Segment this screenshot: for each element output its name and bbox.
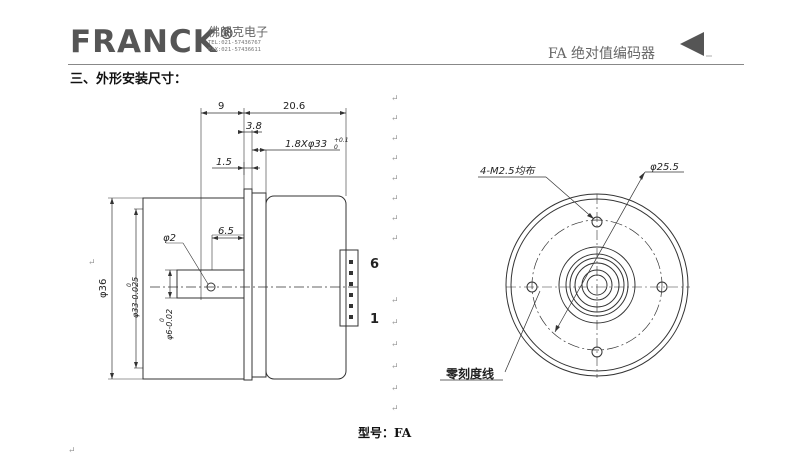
side-step xyxy=(251,192,267,378)
registered-mark: ® xyxy=(218,24,236,43)
paragraph-mark: ↵ xyxy=(68,446,76,456)
company-fax: FAX:021-57436611 xyxy=(208,47,261,53)
zero-line-leader xyxy=(504,290,541,373)
dim-1-8x33: 1.8Xφ33 xyxy=(285,139,327,150)
dim-6-5: 6.5 xyxy=(218,226,234,237)
paragraph-mark: ↵ xyxy=(88,258,96,268)
side-flange xyxy=(243,188,253,381)
holes-label: 4-M2.5均布 xyxy=(480,165,537,177)
paragraph-mark: ↵ xyxy=(391,234,399,244)
side-arrowheads xyxy=(110,111,346,379)
paragraph-mark: ↵ xyxy=(391,174,399,184)
dim-1-5: 1.5 xyxy=(216,157,232,168)
paragraph-mark: ↵ xyxy=(391,362,399,372)
paragraph-mark: ↵ xyxy=(391,94,399,104)
paragraph-mark: ↵ xyxy=(391,154,399,164)
section-heading: 三、外形安装尺寸： xyxy=(70,72,188,87)
zero-line-label: 零刻度线 xyxy=(445,366,494,381)
phi25-5-label: φ25.5 xyxy=(650,162,679,173)
logo-text: FRANCK xyxy=(70,24,218,60)
dim-9: 9 xyxy=(218,101,224,112)
paragraph-mark: ↵ xyxy=(391,194,399,204)
phi25-5-leader xyxy=(554,171,646,333)
pin-label-6: 6 xyxy=(370,257,379,272)
paragraph-mark: ↵ xyxy=(391,404,399,414)
connector-pins xyxy=(349,260,353,319)
paragraph-mark: ↵ xyxy=(391,296,399,306)
front-view xyxy=(440,171,690,381)
dim-1-8x33-lower-tol: 0 xyxy=(334,144,338,151)
dim-phi36: φ36 xyxy=(98,279,109,298)
paragraph-mark: ↵ xyxy=(391,384,399,394)
paragraph-mark: ↵ xyxy=(391,114,399,124)
paragraph-mark: ↵ xyxy=(391,318,399,328)
company-contact: TEL:021-57436767 FAX:021-57436611 xyxy=(208,40,261,54)
pin-label-1: 1 xyxy=(370,312,379,327)
front-arrowheads xyxy=(555,172,645,332)
paragraph-mark: ↵ xyxy=(391,214,399,224)
side-view xyxy=(108,108,360,381)
company-name: 佛朗克电子 xyxy=(208,25,269,39)
dim-3-8: 3.8 xyxy=(246,121,262,132)
model-label: 型号：FA xyxy=(358,426,412,440)
side-rear-cover xyxy=(265,195,347,380)
dim-phi33-tol: 0 xyxy=(126,283,133,287)
dim-phi6-tol: 0 xyxy=(159,318,166,322)
paragraph-mark: ↵ xyxy=(391,340,399,350)
side-connector xyxy=(339,249,359,327)
side-shaft xyxy=(176,269,245,299)
dim-phi33: φ33-0.025 xyxy=(131,277,140,318)
company-tel: TEL:021-57436767 xyxy=(208,40,261,46)
dim-phi6: φ6-0.02 xyxy=(165,309,174,340)
franck-logo: FRANCK® xyxy=(70,24,236,60)
paragraph-mark: ↵ xyxy=(391,134,399,144)
header-rule xyxy=(68,64,744,65)
dim-phi2: φ2 xyxy=(163,233,176,244)
left-triangle-icon xyxy=(680,32,704,56)
dim-20-6: 20.6 xyxy=(283,101,305,112)
dim-1-8x33-upper-tol: +0.1 xyxy=(334,137,349,144)
document-title: FA 绝对值编码器 xyxy=(548,46,656,62)
